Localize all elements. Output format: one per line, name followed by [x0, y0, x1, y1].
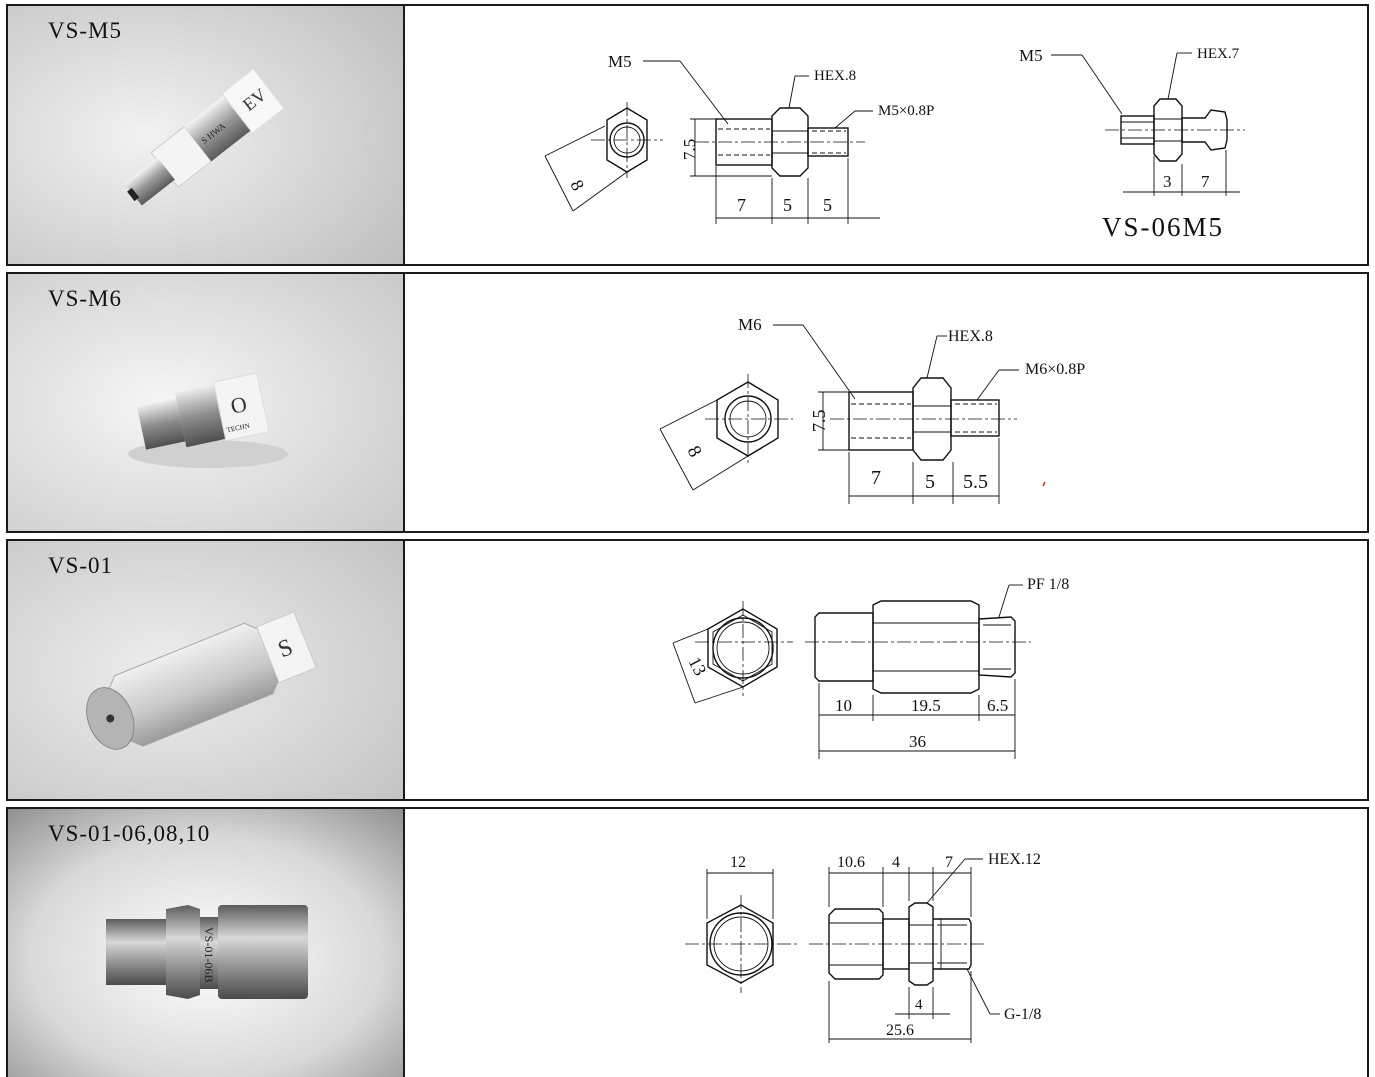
photo-stamp-text: VS-01-06B	[202, 927, 216, 982]
hex-front-view: 8	[659, 374, 793, 491]
height-label: 7.5	[680, 139, 699, 160]
thread-spec-label: G-1/8	[1004, 1006, 1041, 1023]
dim-b-label: 5	[783, 195, 792, 215]
variant-dim-b-label: 7	[1201, 172, 1210, 191]
dim-a-label: 10.6	[837, 854, 865, 871]
side-view: 10.6 4 7 HEX.12 4 25.6 G-1/8	[809, 851, 1041, 1043]
product-photo: EV S HWA VS-M5	[8, 6, 405, 264]
side-view: 7.5 7 5 5 M5 HEX.8 M5×0.8P	[608, 52, 934, 224]
hex-label: HEX.8	[948, 328, 993, 345]
technical-drawing: 8 7.5	[405, 6, 1367, 264]
dim-b-label: 4	[892, 854, 900, 871]
variant-thread-label: M5	[1019, 46, 1043, 65]
product-photo: S VS-01	[8, 541, 405, 799]
thread-spec-label: M6×0.8P	[1025, 361, 1085, 378]
technical-drawing: 13 10 19.5 6.5 36	[405, 541, 1367, 799]
product-row-vs-01: S VS-01 13	[6, 539, 1369, 801]
hex-front-view: 8	[544, 102, 663, 212]
model-name: VS-M5	[48, 18, 123, 43]
thread-main-label: M5	[608, 52, 632, 71]
model-name: VS-01-06,08,10	[48, 821, 211, 846]
variant-view: 3 7 M5 HEX.7	[1019, 46, 1245, 196]
across-flats-label: 8	[566, 176, 588, 193]
photo-illustration: EV S HWA	[8, 6, 403, 264]
dim-c-label: 7	[945, 854, 953, 871]
across-flats-label: 13	[684, 653, 710, 678]
product-photo: VS-01-06B VS-01-06,08,10	[8, 809, 405, 1077]
product-row-vs-01-06: VS-01-06B VS-01-06,08,10 12	[6, 807, 1369, 1077]
dim-b-label: 5	[925, 471, 935, 493]
photo-illustration: VS-01-06B	[8, 809, 403, 1077]
width-label: 12	[730, 854, 746, 871]
thread-spec-label: PF 1/8	[1027, 576, 1069, 593]
total-length-label: 25.6	[886, 1022, 914, 1039]
dim-c-label: 5.5	[963, 471, 988, 493]
product-row-vs-m6: O TECHN VS-M6 8	[6, 272, 1369, 533]
photo-brand-text: O	[228, 391, 249, 419]
hex-label: HEX.12	[988, 851, 1041, 868]
thread-main-label: M6	[738, 315, 762, 334]
thread-spec-label: M5×0.8P	[878, 103, 934, 119]
dim-c-label: 6.5	[987, 696, 1008, 715]
hex-front-view: 12	[685, 854, 797, 993]
technical-drawing: 8 7.5 7	[405, 274, 1367, 531]
product-row-vs-m5: EV S HWA VS-M5 8	[6, 4, 1369, 266]
variant-hex-label: HEX.7	[1197, 46, 1240, 62]
dim-a-label: 10	[835, 696, 852, 715]
hex-label: HEX.8	[814, 68, 856, 84]
dim-a-label: 7	[737, 195, 746, 215]
variant-dim-a-label: 3	[1163, 172, 1172, 191]
hex-front-view: 13	[672, 601, 793, 704]
dim-d-label: 4	[915, 997, 923, 1013]
model-name: VS-01	[48, 553, 114, 578]
side-view: 10 19.5 6.5 36 PF 1/8	[805, 576, 1069, 759]
dim-b-label: 19.5	[911, 696, 941, 715]
height-label: 7.5	[809, 410, 829, 433]
technical-drawing: 12 10.6	[405, 809, 1367, 1077]
product-photo: O TECHN VS-M6	[8, 274, 405, 531]
model-name: VS-M6	[48, 286, 123, 311]
across-flats-label: 8	[683, 442, 706, 460]
photo-illustration: S	[8, 541, 403, 799]
variant-title: VS-06M5	[1102, 212, 1225, 242]
side-view: 7.5 7 5 5.5 M6 HEX.8 M6×0.8P	[738, 315, 1085, 504]
total-length-label: 36	[909, 732, 926, 751]
dim-a-label: 7	[871, 467, 881, 489]
dim-c-label: 5	[823, 195, 832, 215]
photo-illustration: O TECHN	[8, 274, 403, 531]
